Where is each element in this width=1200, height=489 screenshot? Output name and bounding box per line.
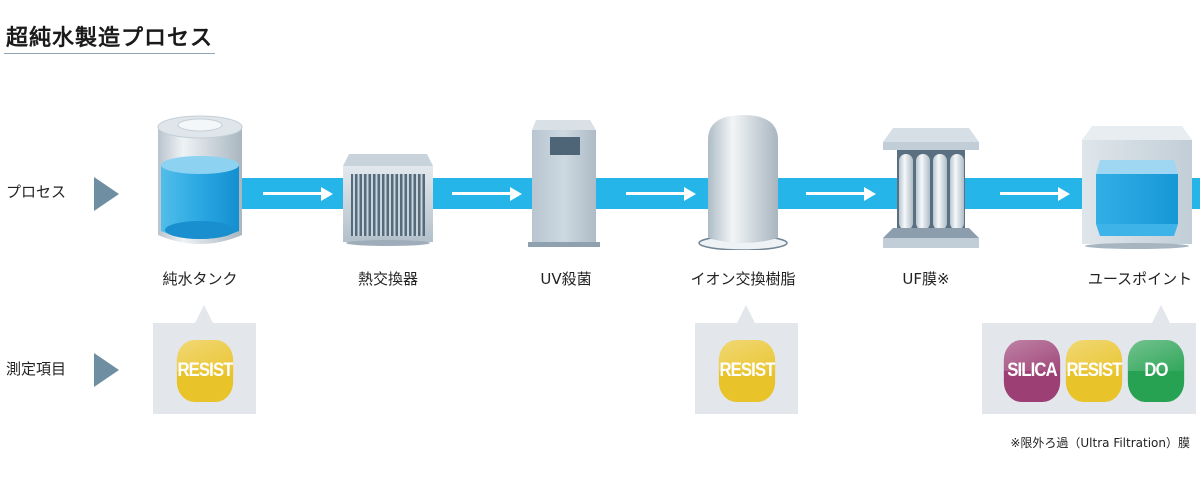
step-label-pure-water-tank: 純水タンク (162, 270, 238, 288)
heat-exchanger-fin (362, 174, 364, 236)
title-underline (4, 53, 215, 54)
step-label-uf-membrane: UF膜※ (902, 270, 950, 288)
resist-badge: RESIST (1065, 340, 1123, 402)
do-badge: DO (1127, 340, 1185, 402)
flow-arrow-icon (263, 187, 333, 201)
resist-badge: RESIST (176, 340, 234, 402)
step-label-uv-sterilization: UV殺菌 (540, 270, 592, 288)
measurement-row-label: 測定項目 (6, 360, 67, 378)
heat-exchanger-fin (416, 174, 418, 236)
heat-exchanger-fin (420, 174, 423, 236)
uv-sterilizer-icon (528, 110, 604, 250)
process-row-label: プロセス (6, 183, 67, 201)
flow-arrow-icon (1000, 187, 1070, 201)
uf-membrane-icon (883, 128, 979, 250)
point-of-use-icon (1082, 126, 1192, 250)
heat-exchanger-fin (411, 174, 414, 236)
flow-arrow-icon (626, 187, 696, 201)
heat-exchanger-fin (375, 174, 378, 236)
heat-exchanger-fin (389, 174, 391, 236)
footnote: ※限外ろ過（Ultra Filtration）膜 (1010, 436, 1190, 450)
silica-badge: SILICA (1003, 340, 1061, 402)
heat-exchanger-fin (407, 174, 409, 236)
heat-exchanger-icon (343, 150, 433, 246)
heat-exchanger-fin (398, 174, 400, 236)
measurement-row-arrow-icon (94, 353, 119, 387)
heat-exchanger-fin (384, 174, 387, 236)
flow-arrow-icon (806, 187, 876, 201)
heat-exchanger-fin (371, 174, 373, 236)
heat-exchanger-fin (353, 174, 355, 236)
pure-water-tank-icon (155, 113, 245, 248)
ion-exchange-column-icon (698, 110, 788, 250)
flow-arrow-icon (452, 187, 522, 201)
heat-exchanger-fin (380, 174, 382, 236)
page-title: 超純水製造プロセス (6, 26, 214, 51)
step-label-point-of-use: ユースポイント (1087, 270, 1193, 288)
heat-exchanger-fin (402, 174, 405, 236)
resist-badge: RESIST (718, 340, 776, 402)
process-row-arrow-icon (94, 177, 119, 211)
step-label-heat-exchanger: 熱交換器 (357, 270, 418, 288)
heat-exchanger-fin (393, 174, 396, 236)
heat-exchanger-fin (357, 174, 360, 236)
step-label-ion-exchange-resin: イオン交換樹脂 (690, 270, 796, 288)
heat-exchanger-fin (366, 174, 369, 236)
